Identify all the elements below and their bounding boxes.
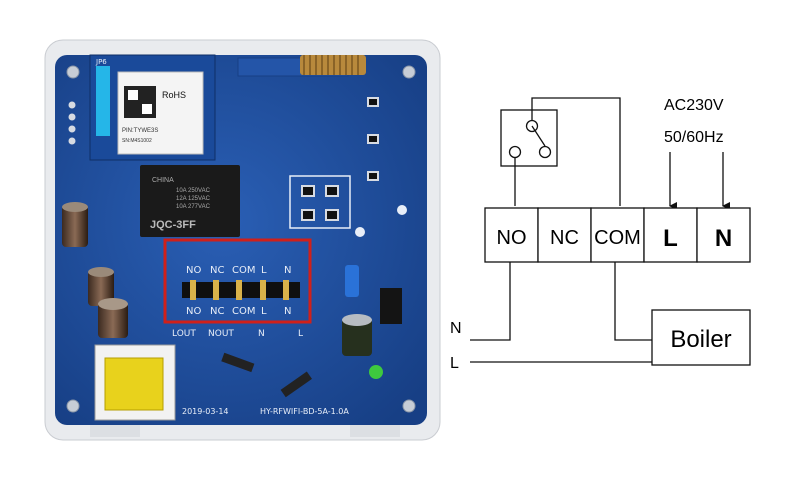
- blue-capacitor: [345, 265, 359, 297]
- terminal-label-nc: NC: [550, 227, 579, 249]
- wires: [470, 97, 730, 363]
- connector-pads-right: [289, 175, 351, 229]
- pin-label-top-no: NO: [186, 265, 201, 276]
- wifi-module: JP6 RoHS PIN:TYWE3S SN:M4S1002: [89, 54, 216, 161]
- module-label-sn: SN:M4S1002: [122, 138, 152, 144]
- pin-label-bottom-com: COM: [232, 306, 255, 317]
- terminal-label-n: N: [715, 225, 732, 252]
- pin-labels-bottom: NO NC COM L N: [186, 306, 291, 317]
- test-points: [355, 205, 407, 237]
- board-label-n: N: [258, 329, 265, 339]
- capacitor-right: [342, 314, 372, 356]
- wire-switch-to-com: [531, 97, 621, 206]
- board-date-code: 2019-03-14: [182, 407, 229, 416]
- board-model-code: HY-RFWIFI-BD-5A-1.0A: [260, 407, 349, 416]
- pin-label-top-nc: NC: [210, 265, 224, 276]
- capacitor-left-top: [62, 202, 88, 247]
- terminal-labels: NO NC COM L N: [497, 225, 733, 252]
- antenna-coil: [237, 55, 366, 77]
- transformer: [94, 344, 176, 421]
- pin-label-top-n: N: [284, 265, 291, 276]
- wire-label-n: N: [450, 320, 462, 337]
- pin-label-bottom-n: N: [284, 306, 291, 317]
- terminal-label-com: COM: [594, 227, 641, 249]
- module-label-rohs: RoHS: [162, 90, 186, 100]
- solder-pads-right: [301, 97, 379, 221]
- relay-label-china: CHINA: [152, 177, 174, 184]
- relay-label-rating2: 12A 125VAC: [176, 196, 211, 202]
- pin-labels-top: NO NC COM L N: [186, 265, 291, 276]
- relay-label-rating1: 10A 250VAC: [176, 188, 211, 194]
- relay-label-rating3: 10A 277VAC: [176, 204, 211, 210]
- relay-switch-symbol: [500, 109, 558, 167]
- supply-frequency-label: 50/60Hz: [664, 129, 724, 146]
- casing-tab-left: [90, 425, 140, 437]
- board-bottom-labels: LOUT NOUT N L: [172, 329, 303, 339]
- terminal-pin-header: [182, 280, 300, 300]
- capacitor-left-low: [98, 298, 128, 338]
- terminal-label-no: NO: [497, 227, 527, 249]
- wire-com-to-boiler: [614, 262, 652, 341]
- board-label-l: L: [298, 329, 303, 339]
- pin-label-bottom-l: L: [261, 306, 267, 317]
- board-label-lout: LOUT: [172, 329, 196, 339]
- diodes: [221, 352, 312, 398]
- pin-label-top-l: L: [261, 265, 267, 276]
- terminal-label-l: L: [663, 225, 678, 252]
- terminal-highlight-box: [163, 238, 312, 324]
- relay-label-model: JQC-3FF: [150, 219, 196, 231]
- module-label-pin: PIN:TYWE3S: [122, 128, 158, 134]
- pin-label-bottom-nc: NC: [210, 306, 224, 317]
- green-led: [369, 365, 383, 379]
- casing-tab-right: [350, 425, 400, 437]
- module-label-jp6: JP6: [95, 58, 107, 66]
- black-component: [380, 288, 402, 324]
- thermostat-board-photo: JP6 RoHS PIN:TYWE3S SN:M4S1002 CHINA 10A…: [44, 39, 441, 441]
- header-pads-left: [68, 101, 76, 145]
- capacitor-left-mid: [88, 267, 114, 306]
- supply-voltage-label: AC230V: [664, 97, 724, 114]
- pin-label-top-com: COM: [232, 265, 255, 276]
- pin-label-bottom-no: NO: [186, 306, 201, 317]
- wire-label-l: L: [450, 355, 459, 372]
- relay: CHINA 10A 250VAC 12A 125VAC 10A 277VAC J…: [140, 165, 240, 237]
- board-label-nout: NOUT: [208, 329, 234, 339]
- boiler-box: [651, 309, 751, 366]
- boiler-label: Boiler: [670, 326, 731, 353]
- terminal-block: [484, 207, 751, 263]
- screw-holes: [66, 65, 416, 413]
- wire-no-to-n: [470, 262, 511, 341]
